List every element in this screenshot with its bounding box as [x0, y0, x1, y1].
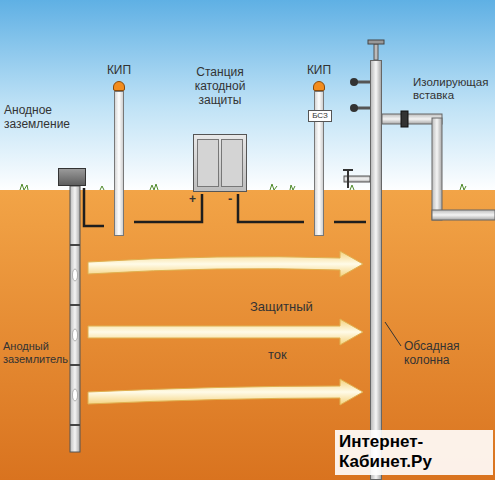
polarity-sign: + — [189, 193, 201, 207]
current-arrows — [88, 251, 363, 405]
cabinet-door — [197, 139, 219, 187]
node-heading: КИП — [104, 64, 134, 78]
node-text: БСЗ — [308, 110, 332, 122]
current-label: Защитный — [250, 300, 330, 315]
test-point: КИП — [104, 64, 134, 236]
anode-grounding: Анодное заземление — [4, 104, 90, 188]
current-label: ток — [268, 348, 308, 363]
insulating-insert — [401, 111, 408, 127]
sky — [0, 0, 495, 192]
leader-line — [385, 322, 401, 346]
anode-rod — [70, 186, 80, 452]
cathodic-station: Станция катодной защиты — [180, 66, 260, 194]
cabinet-door — [221, 139, 243, 187]
test-post — [114, 91, 124, 236]
cable — [134, 194, 202, 222]
polarity-sign: - — [228, 192, 240, 207]
indicator-cap — [313, 81, 325, 91]
node-heading: КИП — [304, 64, 334, 78]
anode-box — [58, 168, 86, 186]
cable — [84, 188, 104, 226]
part-label: Изолирующая вставка — [413, 76, 493, 102]
casing-pipe — [370, 60, 382, 480]
cable — [238, 194, 304, 222]
node-heading: Станция катодной защиты — [184, 66, 256, 107]
part-label: Анодный заземлитель — [3, 340, 67, 365]
cable — [334, 221, 366, 224]
casing-column: Обсадная колонна — [366, 56, 492, 480]
test-point-bsz: КИП БСЗ — [304, 64, 334, 236]
node-heading: Анодное заземление — [4, 104, 66, 132]
node-heading: Обсадная колонна — [404, 340, 488, 368]
indicator-cap — [113, 81, 125, 91]
pipeline — [382, 111, 495, 220]
watermark: Интернет- Кабинет.Ру — [335, 430, 493, 475]
